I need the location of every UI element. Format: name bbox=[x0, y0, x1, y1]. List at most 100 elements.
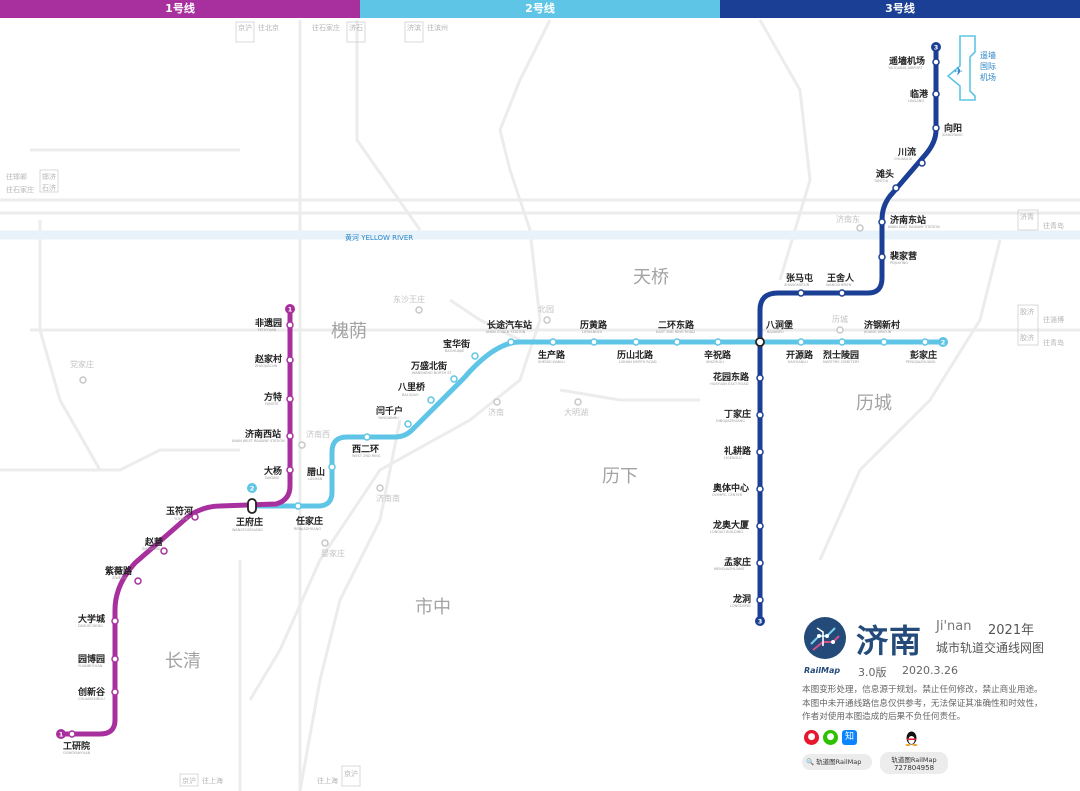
header-line3: 3号线 bbox=[720, 0, 1080, 18]
bg-label-beiyuan: 北园 bbox=[538, 305, 554, 314]
header-line1: 1号线 bbox=[0, 0, 360, 18]
disclaimer-line: 作者对使用本图造成的后果不负任何责任。 bbox=[802, 712, 966, 723]
edge-to-shijiazhuang-2: 往石家庄 bbox=[6, 185, 34, 194]
station-changtuqichezhan: 长途汽车站 bbox=[487, 319, 532, 331]
svg-text:ZIWEILU: ZIWEILU bbox=[112, 576, 127, 580]
edge-box-jiaoji2: 胶济 bbox=[1020, 333, 1034, 342]
svg-text:JINAN COACH STATION: JINAN COACH STATION bbox=[485, 330, 526, 334]
edge-to-shijiazhuang: 往石家庄 bbox=[312, 23, 340, 32]
edge-box-jiqing: 济青 bbox=[1020, 212, 1034, 221]
station-wanshengbeijie: 万盛北街 bbox=[410, 360, 447, 372]
qq-group-badge[interactable]: 轨道图RailMap 727804958 bbox=[880, 752, 948, 774]
station-lashan: 腊山 bbox=[307, 466, 325, 478]
station-xierhuan: 西二环 bbox=[352, 444, 379, 455]
svg-text:SHENGCHANLU: SHENGCHANLU bbox=[538, 360, 565, 364]
station-gongyanyuan: 工研院 bbox=[63, 740, 90, 752]
city-name-en: Ji'nan bbox=[936, 619, 972, 634]
line1-route bbox=[59, 308, 293, 737]
district-licheng: 历城 bbox=[856, 393, 892, 414]
svg-text:WANSHENG NORTH ST: WANSHENG NORTH ST bbox=[412, 371, 452, 375]
svg-text:WANGSHEREN: WANGSHEREN bbox=[826, 283, 852, 287]
bg-label-jinannan: 济南南 bbox=[376, 493, 400, 503]
district-shizhong: 市中 bbox=[415, 597, 451, 618]
edge-labels: 京沪 往北京 往石家庄 济石 济滨 往滨州 邯济 往邯郸 往石家庄 石济 济青 … bbox=[6, 21, 1064, 787]
transfer-wangfuzhuang bbox=[247, 498, 257, 514]
svg-text:PEIJIAYING: PEIJIAYING bbox=[890, 261, 908, 265]
station-zhaojiacun: 赵家村 bbox=[254, 353, 282, 365]
svg-text:ZHANGMATUN: ZHANGMATUN bbox=[784, 283, 810, 287]
wechat-icon[interactable]: ● bbox=[823, 730, 838, 745]
station-ligenglu: 礼耕路 bbox=[724, 445, 752, 457]
station-zhangmatun: 张马屯 bbox=[786, 272, 813, 284]
svg-text:ZHAOYING: ZHAOYING bbox=[142, 547, 161, 551]
svg-text:JIGANG XINCUN: JIGANG XINCUN bbox=[863, 330, 892, 334]
map-version: 3.0版 bbox=[858, 666, 887, 679]
svg-text:OLYMPIC CENTER: OLYMPIC CENTER bbox=[712, 493, 743, 497]
station-baliqiao: 八里桥 bbox=[397, 381, 426, 393]
background-roads bbox=[0, 19, 1080, 791]
svg-text:BAOHUAJIE: BAOHUAJIE bbox=[445, 349, 464, 353]
station-lihuanglu: 历黄路 bbox=[580, 319, 608, 331]
station-lieshilingyuan: 烈士陵园 bbox=[823, 349, 859, 361]
social-links: ● ● 知 bbox=[804, 730, 857, 745]
svg-text:LASHAN: LASHAN bbox=[308, 477, 323, 481]
bg-stations bbox=[79, 224, 864, 547]
airport-plane-icon: ✈ bbox=[954, 65, 963, 78]
station-jigangxincun: 济钢新村 bbox=[864, 319, 900, 331]
station-fangte: 方特 bbox=[264, 391, 282, 403]
station-wangsheren: 王舍人 bbox=[827, 272, 855, 284]
svg-text:3: 3 bbox=[758, 618, 763, 626]
qq-penguin-icon[interactable] bbox=[904, 730, 919, 746]
station-dayang: 大杨 bbox=[264, 465, 282, 477]
edge-box-jinghu: 京沪 bbox=[238, 23, 252, 32]
svg-text:FEIYIYUAN: FEIYIYUAN bbox=[258, 328, 277, 332]
station-huayuandonglu: 花园东路 bbox=[713, 371, 750, 383]
svg-text:GONGYANYUAN: GONGYANYUAN bbox=[63, 751, 91, 755]
svg-text:ZHAOJIACUN: ZHAOJIACUN bbox=[255, 364, 278, 368]
svg-text:LONGDONG: LONGDONG bbox=[730, 604, 751, 608]
svg-text:LIGENGLU: LIGENGLU bbox=[724, 456, 742, 460]
svg-text:1: 1 bbox=[59, 731, 64, 739]
map-title: 城市轨道交通线网图 bbox=[936, 641, 1045, 655]
station-jinanxizhan: 济南西站 bbox=[245, 428, 281, 440]
bg-label-jinandong: 济南东 bbox=[836, 214, 860, 224]
station-tantou: 滩头 bbox=[876, 168, 894, 180]
airport-outline bbox=[946, 35, 976, 101]
weibo-icon[interactable]: ● bbox=[804, 730, 819, 745]
line1-stations bbox=[68, 321, 294, 738]
svg-text:BAJIANPU: BAJIANPU bbox=[767, 330, 784, 334]
svg-text:LIHUANGLU: LIHUANGLU bbox=[582, 330, 603, 334]
line2-route bbox=[249, 339, 945, 509]
bg-label-dangjiazhuang: 党家庄 bbox=[70, 359, 94, 369]
svg-text:LISHAN NORTH ROAD: LISHAN NORTH ROAD bbox=[619, 360, 657, 364]
svg-text:YAOQIANG AIRPORT: YAOQIANG AIRPORT bbox=[888, 66, 923, 70]
line3-route bbox=[757, 45, 939, 623]
station-daxuecheng: 大学城 bbox=[78, 613, 105, 625]
bg-label-dongsha: 东沙王庄 bbox=[393, 294, 425, 304]
edge-box-jihan: 邯济 bbox=[42, 172, 56, 181]
edge-to-beijing: 往北京 bbox=[258, 23, 279, 32]
edge-to-qingdao-2: 往青岛 bbox=[1043, 338, 1064, 347]
edge-to-shanghai: 往上海 bbox=[202, 776, 223, 785]
svg-text:TANTOU: TANTOU bbox=[873, 179, 889, 183]
transfer-bajianpu bbox=[755, 337, 765, 347]
district-tianqiao: 天桥 bbox=[633, 267, 669, 288]
station-wangfuzhuang: 王府庄 bbox=[236, 516, 263, 528]
bg-label-jinan: 济南 bbox=[488, 407, 504, 417]
bg-label-yanjiazhuang: 晏家庄 bbox=[321, 548, 345, 558]
zhihu-icon[interactable]: 知 bbox=[842, 730, 857, 745]
airport-label-2: 国际 bbox=[980, 62, 996, 71]
edge-to-handan: 往邯郸 bbox=[6, 172, 27, 181]
city-name: 济南 bbox=[856, 622, 923, 660]
station-aotizhongxin: 奥体中心 bbox=[712, 482, 749, 494]
railmap-logo-icon bbox=[804, 617, 846, 659]
svg-text:PENGJIAZHUANG: PENGJIAZHUANG bbox=[906, 360, 936, 364]
bg-label-daminghu: 大明湖 bbox=[564, 407, 588, 417]
search-railmap-button[interactable]: 🔍 轨道图RailMap bbox=[802, 754, 872, 770]
station-lingang: 临港 bbox=[910, 88, 929, 100]
district-changqing: 长清 bbox=[165, 651, 201, 672]
bg-label-licheng: 历城 bbox=[832, 315, 848, 324]
river-label: 黄河 YELLOW RIVER bbox=[345, 233, 413, 242]
svg-text:HUAYUAN EAST ROAD: HUAYUAN EAST ROAD bbox=[710, 382, 749, 386]
